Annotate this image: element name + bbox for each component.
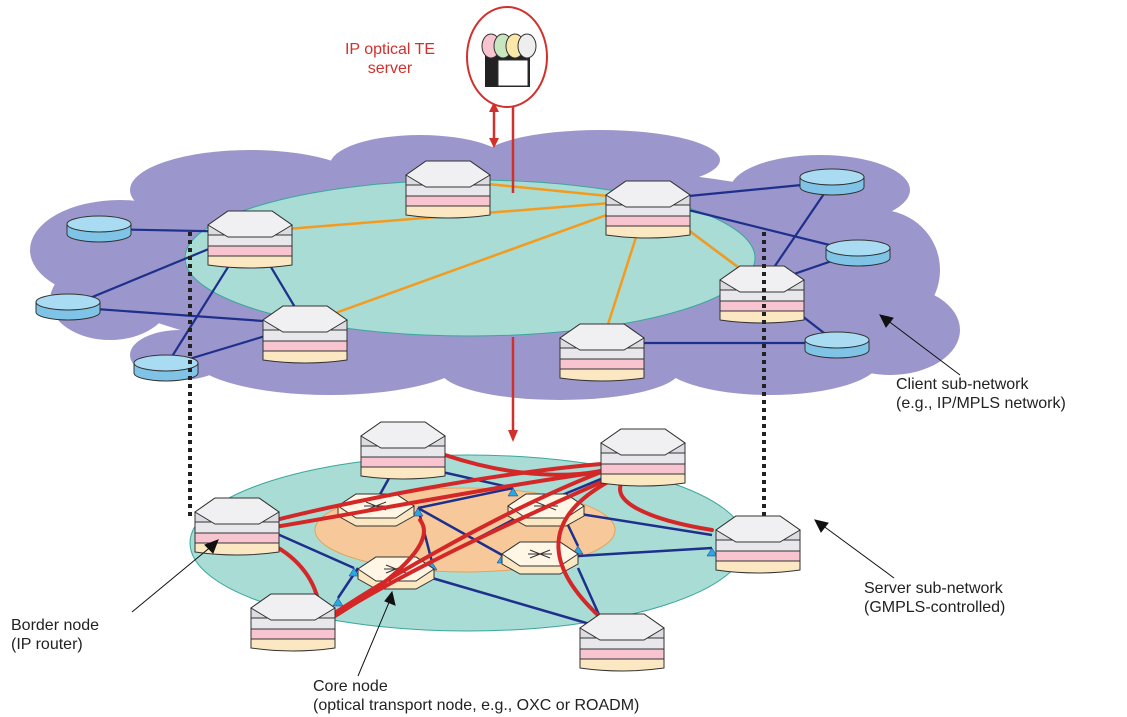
server-icon	[466, 6, 548, 108]
te-server-label-line1: IP optical TE	[344, 41, 436, 58]
router-stack-icon	[605, 180, 691, 239]
cylinder-router-icon	[804, 331, 870, 359]
border-label-line2: (IP router)	[11, 636, 83, 653]
server-label-line2: (GMPLS-controlled)	[864, 599, 1006, 616]
callout-arrows	[131, 314, 961, 677]
client-label-line1: Client sub-network	[896, 376, 1029, 393]
router-stack-icon	[262, 305, 348, 364]
router-stack-icon	[207, 210, 293, 269]
server-subnetwork-label: Server sub-network (GMPLS-controlled)	[864, 579, 1005, 617]
server-label-line1: Server sub-network	[864, 580, 1003, 597]
router-stack-icon	[250, 593, 336, 652]
oxc-icon	[501, 541, 579, 575]
border-label-line1: Border node	[11, 617, 100, 634]
cylinder-router-icon	[35, 293, 101, 321]
te-server-label: IP optical TE server	[330, 40, 450, 78]
core-label-line1: Core node	[313, 678, 388, 695]
core-label-line2: (optical transport node, e.g., OXC or RO…	[313, 697, 640, 714]
te-server-label-line2: server	[367, 60, 413, 77]
router-stack-icon	[405, 160, 491, 219]
router-stack-icon	[715, 515, 801, 574]
border-node-label: Border node (IP router)	[11, 616, 99, 654]
cylinder-router-icon	[825, 239, 891, 267]
cylinder-router-icon	[66, 215, 132, 243]
router-stack-icon	[579, 613, 665, 672]
client-label-line2: (e.g., IP/MPLS network)	[896, 395, 1066, 412]
router-stack-icon	[360, 421, 446, 480]
cylinder-router-icon	[799, 168, 865, 196]
router-stack-icon	[559, 323, 645, 382]
core-node-label: Core node (optical transport node, e.g.,…	[313, 677, 639, 715]
router-stack-icon	[600, 428, 686, 487]
client-subnetwork-label: Client sub-network (e.g., IP/MPLS networ…	[896, 375, 1066, 413]
